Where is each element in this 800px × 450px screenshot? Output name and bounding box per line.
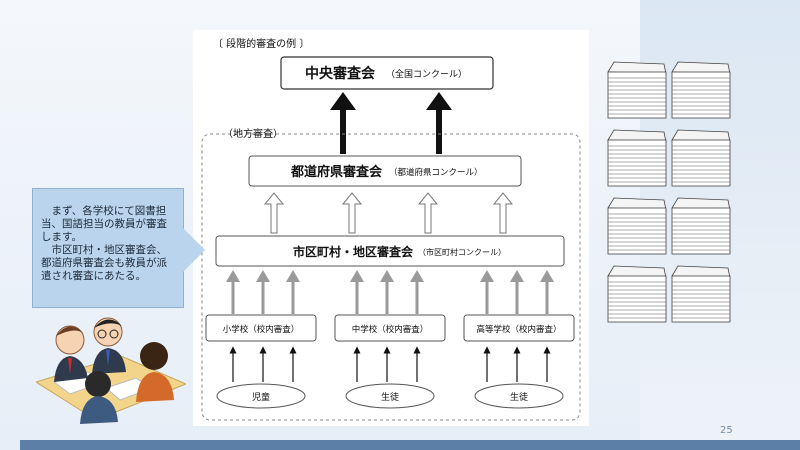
page-number: 25 — [720, 425, 733, 436]
school-box-junior — [334, 314, 446, 342]
gray-arrows — [226, 270, 554, 314]
student-label: 生徒 — [510, 391, 528, 403]
school-name: 高等学校（校内審査） — [476, 324, 561, 335]
regional-label: （地方審査） — [223, 127, 283, 140]
central-title: 中央審査会 — [305, 65, 376, 82]
big-arrow-left — [330, 92, 356, 154]
student-label: 児童 — [252, 391, 270, 403]
paper-stack — [607, 61, 667, 119]
central-subtitle: （全国コンクール） — [386, 68, 467, 80]
municipal-box — [215, 235, 565, 267]
thin-arrows — [229, 346, 551, 382]
hollow-arrow — [263, 192, 285, 234]
school-box-high — [463, 314, 575, 342]
student-ellipse — [474, 383, 564, 409]
callout-line: まず、各学校にて図書担当、国語担当の教員が審査します。 — [41, 205, 167, 243]
municipal-subtitle: （市区町村コンクール） — [418, 247, 506, 257]
hollow-arrows — [263, 192, 514, 234]
central-box — [280, 56, 494, 90]
callout-line: 市区町村・地区審査会、都道府県審査会も教員が派遣され審査にあたる。 — [41, 244, 167, 282]
prefectural-title: 都道府県審査会 — [290, 164, 383, 180]
example-label: 〔 段階的審査の例 〕 — [213, 37, 309, 50]
prefectural-subtitle: （都道府県コンクール） — [389, 167, 483, 178]
student-ellipse — [216, 383, 306, 409]
school-name: 中学校（校内審査） — [352, 324, 429, 335]
callout-box: まず、各学校にて図書担当、国語担当の教員が審査します。 市区町村・地区審査会、都… — [32, 188, 184, 308]
student-ellipse — [345, 383, 435, 409]
school-box-elementary — [205, 314, 317, 342]
bottom-strip — [20, 440, 800, 450]
screening-diagram: 〔 段階的審査の例 〕 中央審査会 （全国コンクール） （地方審査） 都道府県審… — [201, 37, 581, 421]
regional-frame — [201, 133, 581, 421]
prefectural-box — [248, 155, 522, 187]
student-label: 生徒 — [381, 391, 399, 403]
teachers-illustration — [34, 312, 188, 431]
hollow-arrow — [492, 192, 514, 234]
callout-pointer — [183, 228, 205, 272]
school-name: 小学校（校内審査） — [223, 324, 300, 335]
big-arrow-right — [426, 92, 452, 154]
municipal-title: 市区町村・地区審査会 — [293, 244, 414, 259]
hollow-arrow — [417, 192, 439, 234]
paper-stacks-illustration — [606, 60, 736, 334]
diagram-panel: 〔 段階的審査の例 〕 中央審査会 （全国コンクール） （地方審査） 都道府県審… — [193, 30, 589, 426]
hollow-arrow — [341, 192, 363, 234]
